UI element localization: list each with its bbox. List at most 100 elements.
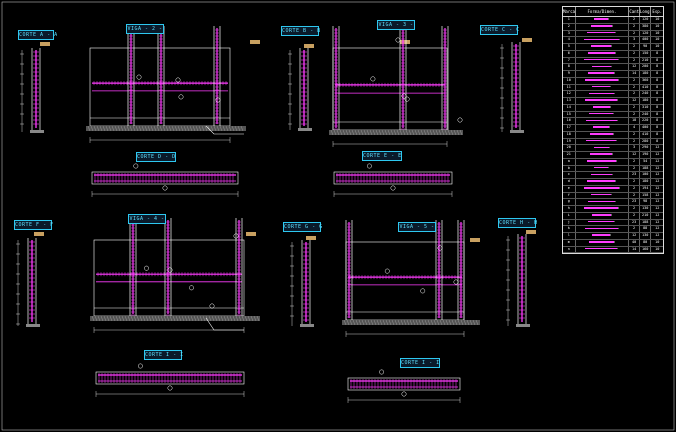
viga-2-footing-hatch: [117, 125, 121, 132]
viga-3-footing: [329, 130, 463, 135]
rebar-mark-circle: [453, 279, 459, 285]
bar-shape-cell: [576, 206, 630, 212]
bar-shape-icon: [587, 31, 617, 34]
viga-4-footing-hatch: [160, 315, 164, 322]
table-cell: 4: [629, 125, 640, 131]
viga-2-footing-hatch: [213, 125, 217, 132]
table-cell: 8: [656, 64, 659, 69]
title-corte-c-c-top: CORTE C - C: [480, 25, 520, 35]
viga-3-footing-hatch: [378, 129, 382, 136]
viga-4-footing-hatch: [115, 315, 119, 322]
viga-5-footing-hatch: [376, 319, 380, 326]
viga-2-footing-hatch: [207, 125, 211, 132]
viga-2-footing-hatch: [198, 125, 202, 132]
table-cell: 80: [640, 239, 652, 246]
bar-shape-icon: [583, 38, 620, 40]
bar-shape-cell: [576, 131, 630, 138]
title-viga-2: VIGA - 2 -: [126, 24, 164, 34]
table-cell: 8: [656, 138, 659, 143]
bar-shape-icon: [584, 227, 619, 229]
table-cell: 190: [640, 152, 652, 158]
viga-3-footing-hatch: [393, 129, 397, 136]
table-cell: 240: [640, 111, 652, 118]
table-cell: 40: [629, 239, 640, 246]
bar-shape-cell: [576, 30, 630, 37]
bar-shape-cell: [576, 71, 630, 77]
viga-5-footing-hatch: [391, 319, 395, 326]
rebar-mark-circle: [437, 245, 443, 251]
bar-shape-icon: [583, 187, 620, 189]
title-corte-d-d: CORTE D - D: [136, 152, 176, 162]
table-cell: 23: [629, 172, 640, 178]
viga-2-footing-hatch: [195, 125, 199, 132]
table-cell: 23: [629, 199, 640, 205]
table-header-cell: Esp.: [652, 9, 663, 14]
bar-shape-cell: [576, 246, 630, 253]
corte-c-c-top-base: [510, 130, 524, 133]
table-cell: 180: [640, 179, 652, 185]
table-cell: 12: [655, 158, 660, 163]
level-label: [522, 38, 532, 42]
table-cell: 14: [629, 246, 640, 253]
title-corte-f-f: CORTE F - F: [14, 220, 54, 230]
viga-2-footing-hatch: [138, 125, 142, 132]
viga-4-footing-hatch: [175, 315, 179, 322]
viga-5-footing-hatch: [415, 319, 419, 326]
bar-shape-cell: [576, 91, 630, 97]
table-cell: 8: [656, 57, 659, 62]
table-cell: 2: [629, 104, 640, 111]
bar-shape-cell: [576, 199, 630, 205]
viga-2-footing-hatch: [126, 125, 130, 132]
viga-4-footing-hatch: [97, 315, 101, 322]
table-cell: 188: [640, 219, 652, 226]
table-cell: 188: [640, 165, 652, 172]
rebar-schedule-table: Marca Forma/Dimen. Cant. Long. Esp. 1212…: [562, 6, 664, 255]
viga-4-footing-hatch: [127, 315, 131, 322]
viga-3-footing-hatch: [354, 129, 358, 136]
bar-shape-cell: [576, 17, 630, 23]
table-cell: 8: [656, 125, 659, 129]
table-cell: 8: [656, 77, 659, 82]
rebar-mark-circle: [401, 93, 407, 99]
corte-i-i-outline: [95, 371, 245, 385]
viga-3-footing-hatch: [360, 129, 364, 136]
bar-shape-cell: [576, 84, 630, 91]
table-cell: 8: [656, 84, 659, 89]
title-corte-e-e: CORTE E - E: [362, 151, 402, 161]
table-cell: 20: [563, 145, 576, 151]
viga-5-footing-hatch: [454, 319, 458, 326]
table-cell: 18: [629, 118, 640, 124]
viga-5-mark: [384, 268, 390, 274]
table-cell: 2: [629, 165, 640, 172]
viga-3-footing-hatch: [432, 129, 436, 136]
table-cell: h: [563, 206, 576, 212]
viga-4-footing-hatch: [184, 315, 188, 322]
bar-shape-cell: [576, 212, 630, 219]
table-cell: 2: [629, 138, 640, 145]
bar-shape-icon: [587, 180, 617, 182]
viga-3-footing-hatch: [426, 129, 430, 136]
table-cell: 180: [640, 71, 652, 77]
rebar-mark-circle: [167, 267, 173, 273]
viga-3-footing-hatch: [423, 129, 427, 136]
viga-5-footing-hatch: [460, 319, 464, 326]
table-cell: 2: [629, 179, 640, 185]
viga-2-footing-hatch: [204, 125, 208, 132]
viga-4-footing-hatch: [139, 315, 143, 322]
viga-5-footing-hatch: [457, 319, 461, 326]
bar-shape-icon: [591, 214, 612, 216]
table-cell: 410: [640, 131, 652, 138]
bar-shape-cell: [576, 239, 630, 246]
viga-2-footing-hatch: [234, 125, 238, 132]
table-cell: 120: [640, 30, 652, 37]
viga-3-footing-hatch: [429, 129, 433, 136]
table-cell: 4: [563, 37, 576, 43]
